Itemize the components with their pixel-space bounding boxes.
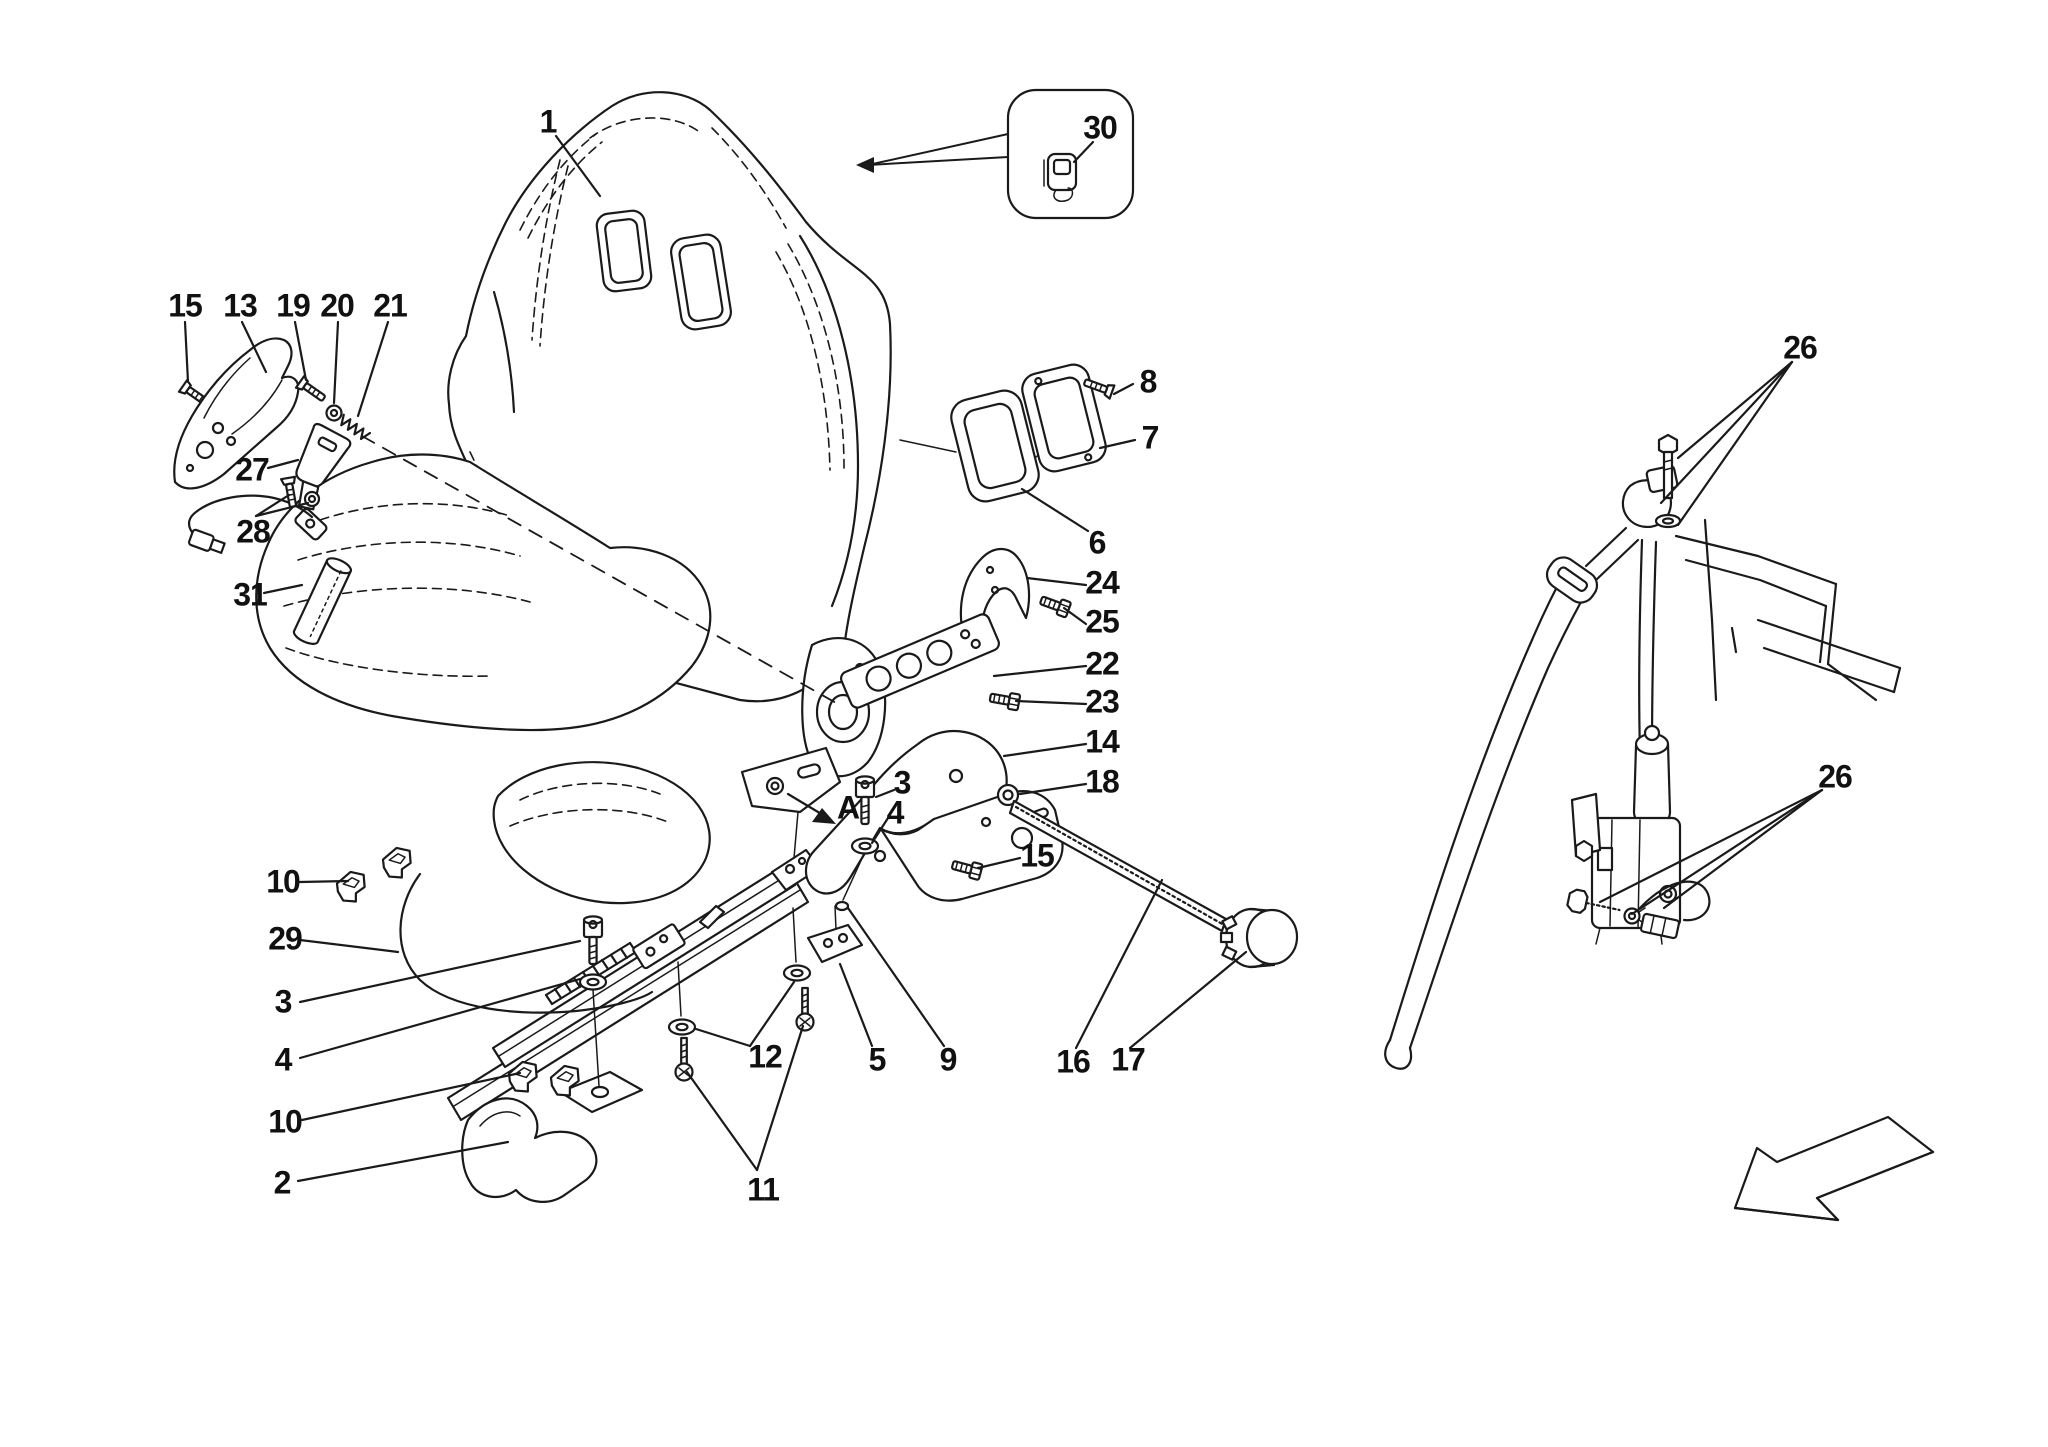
part-label-21: 21 — [373, 287, 408, 324]
right-parts-group — [804, 363, 1299, 969]
cover-24 — [959, 547, 1031, 636]
leader-lines — [183, 134, 1824, 1183]
seatbelt-group — [1384, 433, 1902, 1070]
part-label-15-left: 15 — [168, 287, 203, 324]
rail-bracket — [632, 923, 686, 970]
part-label-28: 28 — [236, 513, 271, 550]
part-label-6: 6 — [1088, 524, 1107, 561]
pivot-axis-line — [361, 435, 839, 705]
part-label-4-right: 4 — [886, 794, 905, 831]
part-label-14: 14 — [1085, 723, 1120, 760]
shoulder-belt — [1384, 568, 1584, 1070]
rail-group — [332, 843, 850, 1203]
adjuster-rod-16 — [1008, 799, 1228, 933]
part-label-10-upper: 10 — [266, 863, 301, 900]
part-label-22: 22 — [1085, 645, 1120, 682]
part-label-13: 13 — [223, 287, 258, 324]
washer-18 — [996, 783, 1020, 807]
direction-arrow — [1733, 1115, 1935, 1222]
part-label-4-left: 4 — [274, 1041, 293, 1078]
screw-11 — [674, 1036, 694, 1082]
screw-11 — [795, 986, 815, 1032]
part-label-15-right: 15 — [1020, 837, 1055, 874]
washer-12 — [667, 1018, 697, 1036]
part-label-8: 8 — [1139, 363, 1158, 400]
screw-25 — [1037, 591, 1073, 619]
strap-hole-left — [595, 209, 653, 293]
belt-trim-ring-6 — [950, 389, 1040, 503]
part-label-27: 27 — [235, 451, 270, 488]
seat-wire — [399, 872, 654, 1014]
part-label-11: 11 — [747, 1171, 780, 1208]
detail-box-30 — [856, 88, 1135, 220]
side-bracket-14 — [804, 730, 1064, 902]
foot-bracket — [461, 1070, 644, 1203]
part-label-29: 29 — [268, 920, 303, 957]
washer-4-left — [578, 973, 608, 991]
part-label-30: 30 — [1083, 109, 1118, 146]
belt-anchor — [1621, 433, 1682, 529]
belt-loop — [1545, 556, 1599, 604]
part-label-5: 5 — [868, 1041, 887, 1078]
washer-20 — [325, 404, 343, 422]
part-label-18: 18 — [1085, 763, 1120, 800]
wire-clip — [378, 843, 417, 883]
strap-hole-right — [670, 233, 732, 331]
pretensioner — [1632, 724, 1672, 826]
sleeve-31 — [292, 557, 353, 645]
part-label-20: 20 — [320, 287, 355, 324]
adjuster-knob-17 — [1219, 907, 1299, 969]
part-label-9: 9 — [939, 1041, 958, 1078]
rail-latch-tab — [698, 904, 726, 930]
screw-19 — [294, 375, 329, 406]
mount-bracket-5 — [806, 905, 864, 964]
retractor-fasteners — [1566, 880, 1711, 940]
bolt-3-left — [582, 915, 604, 966]
clip-30 — [1043, 152, 1078, 202]
part-label-31: 31 — [233, 576, 268, 613]
part-label-1: 1 — [539, 103, 558, 140]
part-label-3-right: 3 — [893, 764, 912, 801]
part-label-23: 23 — [1085, 683, 1120, 720]
view-label-a: A — [836, 789, 860, 826]
fasteners-group — [578, 775, 880, 1087]
arrow-a-head — [812, 808, 836, 824]
part-label-25: 25 — [1085, 603, 1120, 640]
part-label-16: 16 — [1056, 1043, 1091, 1080]
side-trim-bracket-13 — [173, 337, 300, 490]
part-label-26-upper: 26 — [1783, 329, 1818, 366]
wire-clip — [332, 867, 371, 907]
part-label-3-left: 3 — [274, 983, 293, 1020]
washer-12 — [782, 964, 812, 982]
part-label-26-lower: 26 — [1818, 758, 1853, 795]
seat-base-plate — [740, 746, 842, 859]
recliner-plate-22 — [840, 613, 1000, 709]
cushion-side-roll — [492, 761, 711, 905]
belt-trim-ring-7 — [1021, 363, 1107, 473]
seat-group — [255, 91, 892, 905]
left-parts-group — [173, 337, 372, 645]
part-label-10-lower: 10 — [268, 1103, 303, 1140]
buckle-27 — [294, 422, 352, 541]
part-label-7: 7 — [1141, 419, 1160, 456]
part-label-12: 12 — [748, 1038, 783, 1075]
part-label-19: 19 — [276, 287, 311, 324]
part-label-24: 24 — [1085, 564, 1120, 601]
part-label-17: 17 — [1111, 1041, 1146, 1078]
car-body-sketch — [1674, 518, 1902, 702]
part-label-2: 2 — [273, 1164, 292, 1201]
